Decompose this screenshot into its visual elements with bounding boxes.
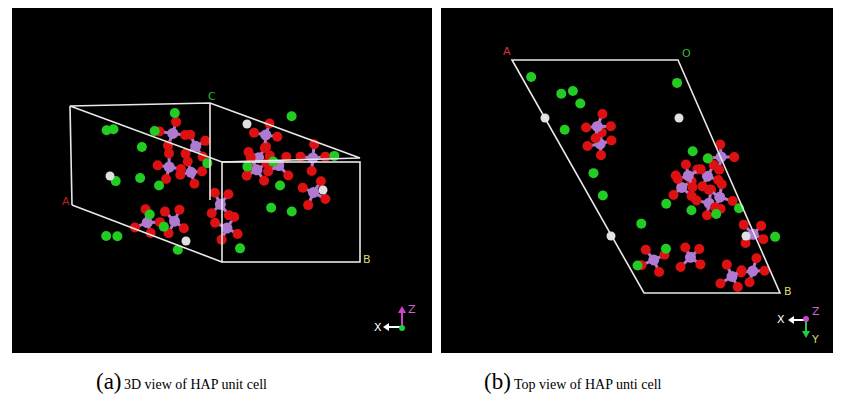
- axis-label: Y: [812, 334, 819, 345]
- caption-text: (b): [484, 370, 511, 393]
- axis-label: X: [374, 322, 382, 333]
- axis-label: Z: [408, 304, 416, 315]
- caption-text: (a): [96, 370, 122, 393]
- caption-text: Top view of HAP unti cell: [514, 378, 661, 392]
- axis-triad: [383, 306, 810, 338]
- unit-cell-top: [512, 60, 780, 293]
- axis-label: O: [682, 48, 691, 59]
- unit-cell-3d: [70, 103, 360, 262]
- caption-text: 3D view of HAP unit cell: [124, 378, 267, 392]
- axis-label: C: [208, 91, 216, 102]
- axis-label: Z: [812, 306, 820, 317]
- panel-ground: [441, 8, 833, 353]
- panel-ground: [12, 8, 432, 353]
- axis-label: A: [62, 196, 70, 207]
- atoms-top: [526, 72, 780, 292]
- axis-label: B: [363, 254, 371, 265]
- axis-label: X: [777, 314, 785, 325]
- axis-label: B: [784, 286, 792, 297]
- axis-label: A: [503, 46, 511, 57]
